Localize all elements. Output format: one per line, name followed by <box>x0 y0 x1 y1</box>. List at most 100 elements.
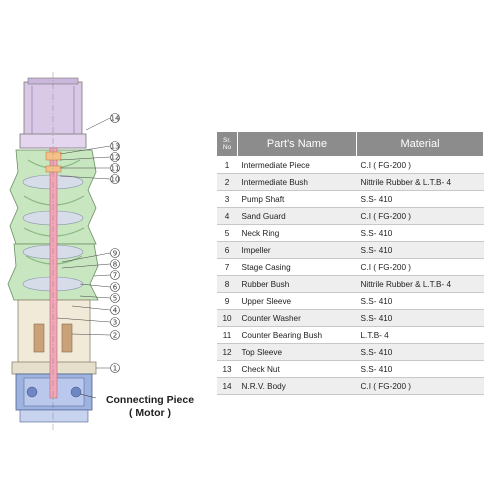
part-name-cell: Counter Bearing Bush <box>237 326 357 344</box>
material-cell: L.T.B- 4 <box>356 326 484 344</box>
sr-cell: 9 <box>216 292 238 310</box>
material-cell: C.I ( FG-200 ) <box>356 258 484 276</box>
svg-text:11: 11 <box>111 165 120 173</box>
svg-text:10: 10 <box>111 176 120 184</box>
material-cell: Nittrile Rubber & L.T.B- 4 <box>356 173 484 191</box>
pump-shaft <box>45 147 62 399</box>
connecting-piece-label-line1: Connecting Piece <box>105 394 195 406</box>
svg-text:9: 9 <box>113 250 117 258</box>
header-part-name: Part's Name <box>237 131 357 157</box>
connecting-piece-arrow <box>79 393 97 399</box>
callout-14: 14 <box>110 113 120 123</box>
material-cell: S.S- 410 <box>356 292 484 310</box>
sr-cell: 14 <box>216 377 238 395</box>
header-sr-no: Sr. No <box>216 131 238 157</box>
svg-text:3: 3 <box>113 319 117 327</box>
material-cell: Nittrile Rubber & L.T.B- 4 <box>356 275 484 293</box>
part-name-cell: Top Sleeve <box>237 343 357 361</box>
pump-cross-section-diagram: 14 13 12 11 10 9 8 7 6 5 4 3 2 1 <box>7 72 120 430</box>
part-name-cell: Impeller <box>237 241 357 259</box>
sr-cell: 13 <box>216 360 238 378</box>
sr-cell: 6 <box>216 241 238 259</box>
header-sr-line1: Sr. <box>223 137 231 144</box>
connecting-piece-label-line2: ( Motor ) <box>129 407 171 419</box>
callout-4: 4 <box>110 305 120 315</box>
callout-7: 7 <box>110 270 120 280</box>
sr-cell: 3 <box>216 190 238 208</box>
material-cell: S.S- 410 <box>356 309 484 327</box>
part-name-cell: Counter Washer <box>237 309 357 327</box>
svg-text:6: 6 <box>113 284 118 292</box>
sr-cell: 2 <box>216 173 238 191</box>
part-name-cell: Pump Shaft <box>237 190 357 208</box>
svg-text:1: 1 <box>113 365 117 373</box>
callout-10: 10 <box>110 174 120 184</box>
part-name-cell: Upper Sleeve <box>237 292 357 310</box>
callout-markers: 14 13 12 11 10 9 8 7 6 5 4 3 2 1 <box>110 113 120 373</box>
part-name-cell: Stage Casing <box>237 258 357 276</box>
sr-cell: 10 <box>216 309 238 327</box>
svg-text:7: 7 <box>113 272 117 280</box>
callout-1: 1 <box>110 363 120 373</box>
callout-2: 2 <box>110 330 120 340</box>
material-cell: S.S- 410 <box>356 343 484 361</box>
svg-text:4: 4 <box>113 307 118 315</box>
sr-cell: 4 <box>216 207 238 225</box>
sr-cell: 12 <box>216 343 238 361</box>
svg-text:8: 8 <box>113 261 117 269</box>
header-material: Material <box>356 131 484 157</box>
part-name-cell: Check Nut <box>237 360 357 378</box>
callout-5: 5 <box>110 293 120 303</box>
material-cell: C.I ( FG-200 ) <box>356 377 484 395</box>
material-cell: S.S- 410 <box>356 241 484 259</box>
sr-cell: 8 <box>216 275 238 293</box>
header-sr-line2: No <box>222 144 232 151</box>
sr-cell: 1 <box>216 156 238 174</box>
part-name-cell: Rubber Bush <box>237 275 357 293</box>
svg-text:12: 12 <box>111 154 120 162</box>
parts-table-header: Sr. No Part's Name Material <box>216 131 484 157</box>
svg-text:2: 2 <box>113 332 117 340</box>
part-name-cell: Sand Guard <box>237 207 357 225</box>
material-cell: C.I ( FG-200 ) <box>356 156 484 174</box>
sr-cell: 11 <box>216 326 238 344</box>
connecting-piece-label: Connecting Piece ( Motor ) <box>100 394 200 420</box>
callout-12: 12 <box>110 152 120 162</box>
svg-text:14: 14 <box>111 115 120 123</box>
part-name-cell: Intermediate Bush <box>237 173 357 191</box>
material-cell: S.S- 410 <box>356 360 484 378</box>
callout-6: 6 <box>110 282 120 292</box>
material-cell: S.S- 410 <box>356 190 484 208</box>
callout-11: 11 <box>110 163 120 173</box>
callout-9: 9 <box>110 248 120 258</box>
material-cell: S.S- 410 <box>356 224 484 242</box>
callout-3: 3 <box>110 317 120 327</box>
sr-cell: 7 <box>216 258 238 276</box>
callout-8: 8 <box>110 259 120 269</box>
material-cell: C.I ( FG-200 ) <box>356 207 484 225</box>
part-name-cell: Neck Ring <box>237 224 357 242</box>
part-name-cell: N.R.V. Body <box>237 377 357 395</box>
svg-text:13: 13 <box>111 143 120 151</box>
part-name-cell: Intermediate Piece <box>237 156 357 174</box>
sr-cell: 5 <box>216 224 238 242</box>
callout-13: 13 <box>110 141 120 151</box>
callout-leaders <box>56 117 111 369</box>
svg-text:5: 5 <box>113 295 117 303</box>
